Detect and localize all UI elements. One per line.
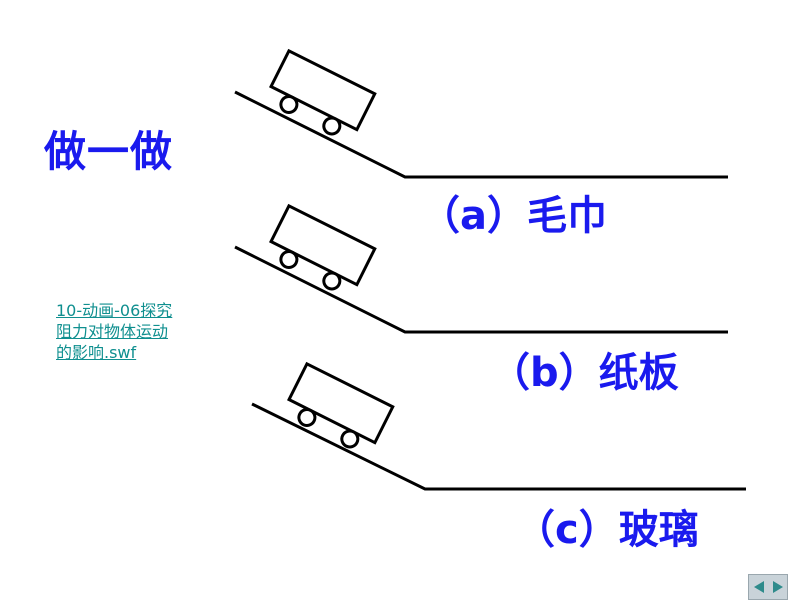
panel-label-b: （b）纸板 — [490, 350, 679, 396]
prev-slide-button[interactable] — [749, 575, 768, 599]
triangle-left-icon — [753, 581, 764, 593]
ramp-surface-c — [251, 402, 746, 491]
ramp-surface-a — [234, 90, 728, 179]
cart-c — [287, 361, 395, 449]
slide-navigation — [748, 574, 788, 600]
ramp-panel-b — [234, 203, 728, 334]
ramp-panel-c — [251, 361, 746, 491]
triangle-right-icon — [772, 581, 783, 593]
cart-a — [269, 48, 377, 136]
panel-label-a: （a）毛巾 — [420, 193, 607, 239]
ramp-surface-b — [234, 245, 728, 334]
slide-title: 做一做 — [44, 127, 174, 176]
next-slide-button[interactable] — [768, 575, 787, 599]
cart-b — [269, 203, 377, 291]
panel-label-c: （c）玻璃 — [515, 507, 699, 553]
animation-file-link[interactable]: 10-动画-06探究阻力对物体运动的影响.swf — [56, 301, 173, 362]
ramp-panel-a — [234, 48, 728, 179]
